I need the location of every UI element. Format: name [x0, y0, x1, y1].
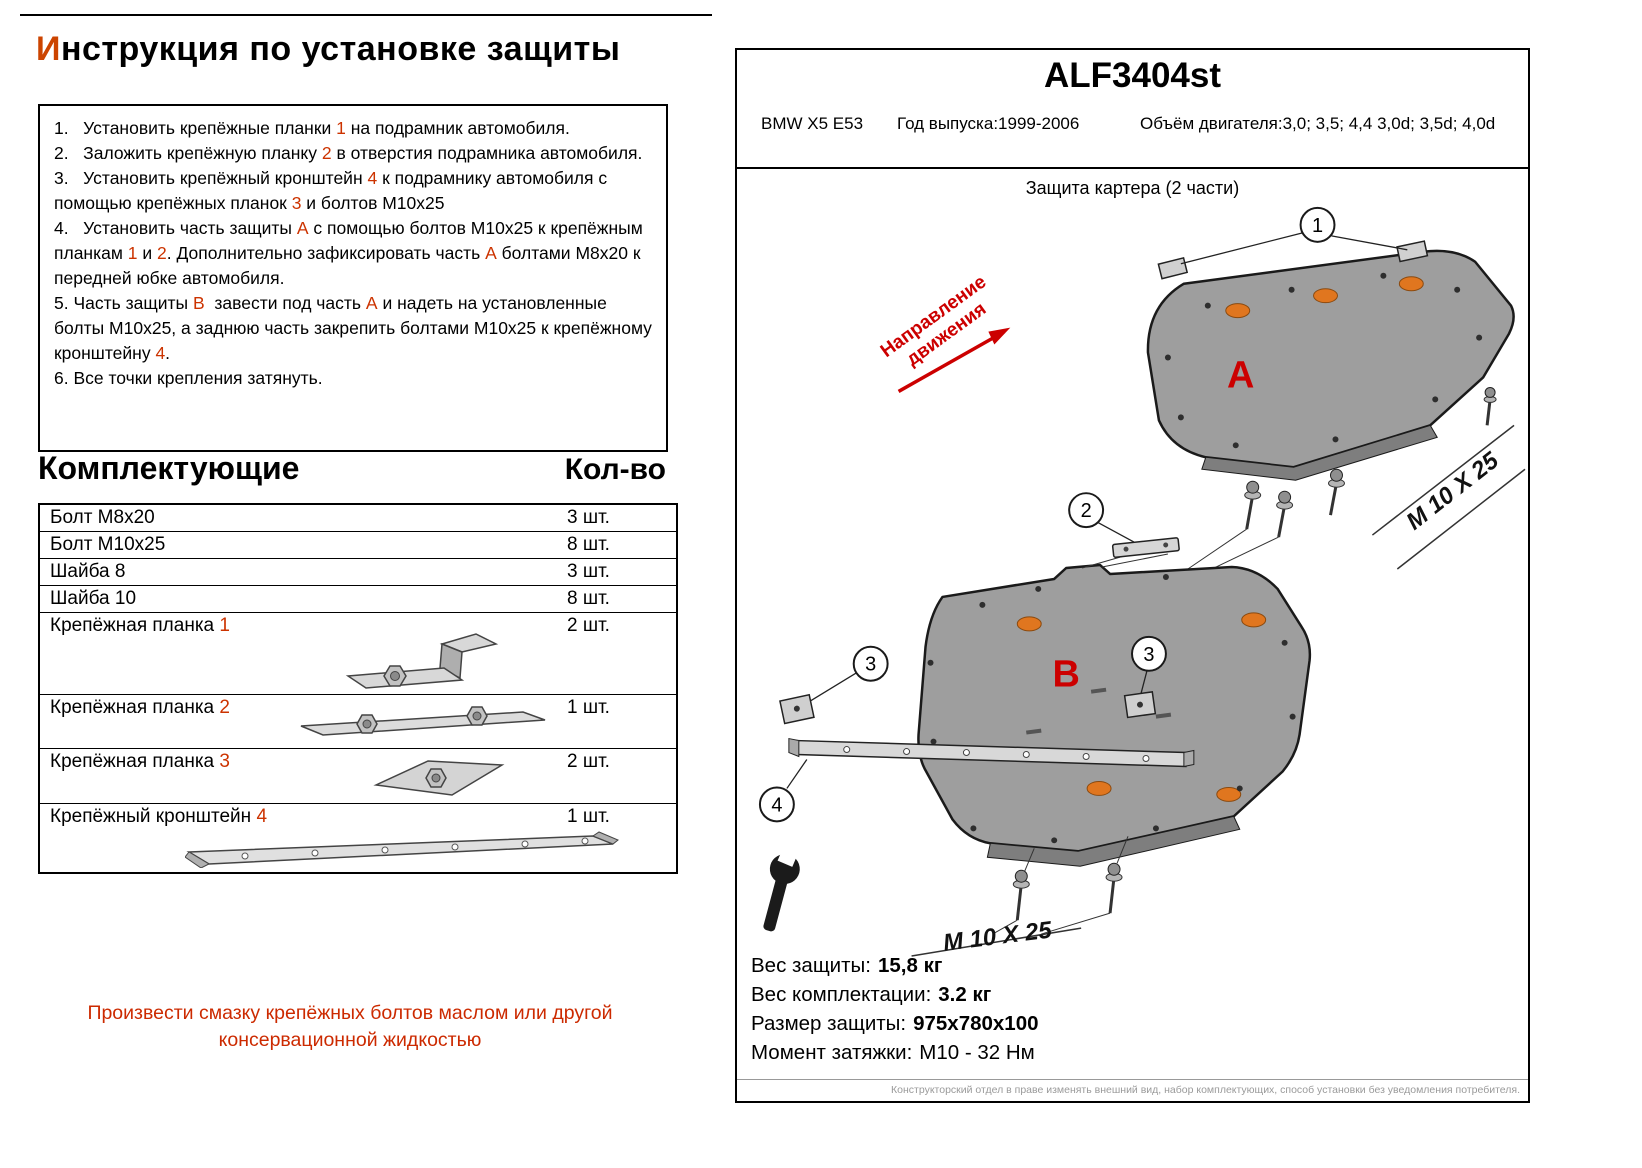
table-row: Болт М10х25 8 шт.	[40, 532, 676, 559]
instruction-1: 1. Установить крепёжные планки 1 на подр…	[54, 118, 570, 138]
bolt-size-label-b: M 10 X 25	[911, 912, 1111, 957]
parts-header: Комплектующие Кол-во	[38, 450, 670, 487]
mounting-bracket-4	[788, 737, 1195, 768]
spec-weight: Вес защиты:15,8 кг	[751, 954, 943, 977]
leader-line	[1187, 528, 1247, 570]
legal-footer: Конструкторский отдел в праве изменять в…	[737, 1079, 1528, 1101]
product-panel: ALF3404st BMW X5 E53 Год выпуска:1999-20…	[735, 48, 1530, 1103]
diagram-caption: Защита картера (2 части)	[1025, 178, 1240, 198]
specs-block: Вес защиты:15,8 кг Вес комплектации:3.2 …	[751, 954, 1039, 1070]
svg-text:1: 1	[1312, 215, 1323, 237]
plate-b-slots	[1026, 687, 1172, 735]
table-row: Крепёжный кронштейн 4 1 шт.	[40, 804, 676, 872]
instructions-box: 1. Установить крепёжные планки 1 на подр…	[38, 104, 668, 452]
callout-3-badge: 3	[865, 654, 876, 676]
svg-text:M 10 X 25: M 10 X 25	[1401, 447, 1504, 536]
mounting-plate-3-left: 3	[779, 645, 889, 725]
table-row: Крепёжная планка 3 2 шт.	[40, 749, 676, 804]
svg-text:2: 2	[1081, 500, 1092, 522]
mounting-clip-1-right	[1396, 240, 1429, 263]
bolt-icons-a	[1244, 386, 1497, 538]
logo-badge	[1016, 612, 1267, 802]
table-row: Крепёжная планка 1 2 шт.	[40, 613, 676, 695]
top-border-rule	[20, 14, 712, 16]
part-image-bar-4	[185, 831, 619, 868]
direction-arrow: Направление движения	[877, 271, 1011, 393]
instruction-2: 2. Заложить крепёжную планку 2 в отверст…	[54, 143, 643, 163]
plate-b: B	[917, 563, 1312, 867]
qty-heading: Кол-во	[564, 453, 666, 486]
callout-2-badge: 2	[1068, 492, 1135, 543]
callout-4-badge: 4	[758, 759, 808, 823]
callout-3-badge: 3	[1143, 644, 1154, 666]
vehicle-model: BMW X5 E53	[761, 114, 864, 133]
title-first-letter: И	[36, 30, 61, 68]
page-title: Инструкция по установке защиты	[36, 30, 620, 69]
product-code: ALF3404st	[1043, 56, 1222, 95]
header-divider	[737, 167, 1528, 169]
svg-text:M 10 X 25: M 10 X 25	[942, 916, 1054, 956]
part-image-bracket-1	[345, 633, 499, 689]
mounting-plate-3-right: 3	[1123, 635, 1167, 719]
instruction-3: 3. Установить крепёжный кронштейн 4 к по…	[54, 168, 612, 213]
table-row: Шайба 10 8 шт.	[40, 586, 676, 613]
assembly-diagram: Направление движения A	[758, 206, 1526, 957]
spec-kit-weight: Вес комплектации:3.2 кг	[751, 983, 992, 1006]
instruction-5: 5. Часть защиты В завести под часть А и …	[54, 293, 657, 363]
part-image-strap-2	[300, 706, 546, 736]
parts-table: Болт М8х20 3 шт. Болт М10х25 8 шт. Шайба…	[38, 503, 678, 874]
mounting-clip-1-left	[1157, 256, 1189, 280]
part-b-label: B	[1052, 654, 1079, 696]
spec-torque: Момент затяжки:М10 - 32 Нм	[751, 1041, 1035, 1064]
plate-a: A	[1146, 249, 1515, 481]
part-a-label: A	[1227, 354, 1254, 396]
plate-b-holes	[927, 573, 1296, 844]
instruction-6: 6. Все точки крепления затянуть.	[54, 368, 323, 388]
wrench-icon	[763, 845, 800, 932]
parts-heading: Комплектующие	[38, 450, 300, 486]
engine-volumes: Объём двигателя:3,0; 3,5; 4,4 3,0d; 3,5d…	[1140, 114, 1496, 133]
bolt-icons-b	[1012, 836, 1129, 921]
leader-line	[1205, 536, 1279, 573]
lubrication-note: Произвести смазку крепёжных болтов масло…	[87, 1002, 613, 1051]
spec-size: Размер защиты:975х780х100	[751, 1012, 1039, 1035]
instruction-4: 4. Установить часть защиты А с помощью б…	[54, 218, 648, 288]
title-rest: нструкция по установке защиты	[60, 30, 621, 68]
table-row: Шайба 8 3 шт.	[40, 559, 676, 586]
logo-badge	[1225, 276, 1424, 319]
plate-a-holes	[1164, 272, 1483, 449]
part-image-plate-3	[373, 760, 505, 796]
table-row: Болт М8х20 3 шт.	[40, 505, 676, 532]
svg-text:4: 4	[771, 794, 782, 816]
callout-1-badge: 1	[1180, 206, 1408, 265]
mounting-strap-2	[1081, 537, 1180, 569]
table-row: Крепёжная планка 2 1 шт.	[40, 695, 676, 749]
production-years: Год выпуска:1999-2006	[897, 114, 1080, 133]
